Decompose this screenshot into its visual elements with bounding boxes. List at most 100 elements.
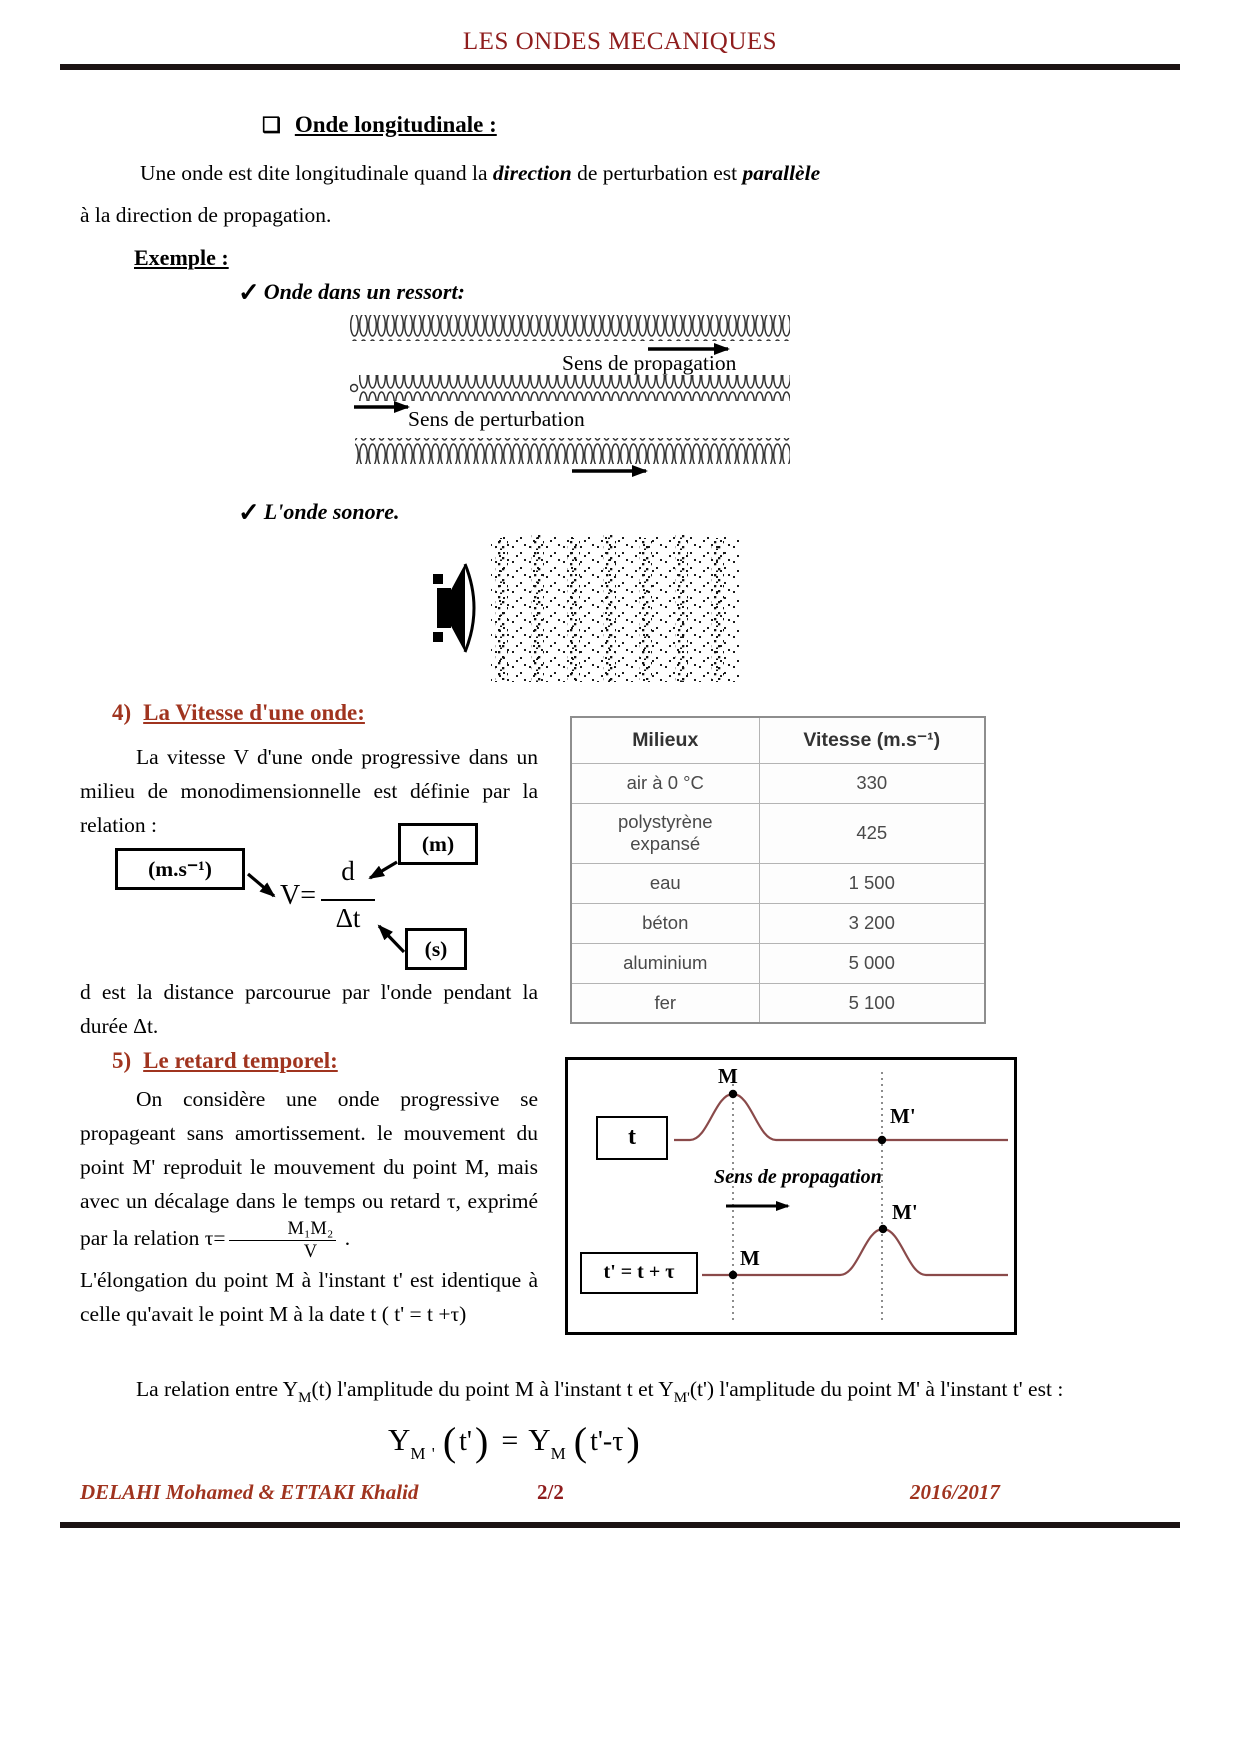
label-Mprime-top: M' [890,1104,916,1128]
cell-milieu: béton [570,902,760,944]
speaker-icon [433,563,476,653]
label-sens-propagation-figure: Sens de propagation [714,1166,882,1188]
subscript-M: M [298,1390,312,1406]
arrow-m-to-d [368,860,398,880]
formula-arg2: t'-τ [590,1426,624,1457]
formula-arg1: t' [459,1426,472,1457]
vitesse-paragraph: La vitesse V d'une onde progressive dans… [80,745,538,837]
right-paren-icon: ) [626,1419,640,1464]
retard-paragraph-1: On considère une onde progressive se pro… [80,1082,538,1263]
point-M-bottom [728,1270,738,1280]
point-Mprime-bottom [878,1224,888,1234]
compression-bands [495,534,724,684]
relation-text: (t) l'amplitude du point M à l'instant t… [311,1377,674,1401]
sound-wave-figure [433,534,741,684]
relation-text: (t') l'amplitude du point M' à l'instant… [689,1377,1064,1401]
spring-row-2 [359,375,790,401]
time-t-box: t [596,1116,668,1160]
arrow-ms-to-v [246,872,276,898]
unit-box-m: (m) [398,823,478,865]
heading-vitesse-number: 4) [112,700,132,725]
retard-figure-drawing [674,1072,1008,1322]
retard-figure: t t' = t + τ M M' Sens de propagation M … [565,1057,1017,1335]
emphasis-parallele: parallèle [742,161,821,185]
table-row: fer 5 100 [570,982,986,1024]
cell-milieu: air à 0 °C [570,762,760,804]
cell-vitesse: 5 100 [758,982,986,1024]
subscript-Mprime: M' [673,1390,690,1406]
heading-onde-longitudinale-text: Onde longitudinale : [294,112,497,137]
formula-v-equals: V= [280,880,317,911]
left-paren-icon: ( [442,1419,457,1464]
point-M-top [728,1089,738,1099]
heading-vitesse-text: La Vitesse d'une onde: [143,700,365,725]
exemple-label: Exemple : [134,245,229,270]
fraction-numerator: M₁M₂ [228,1218,337,1241]
unit-box-s: (s) [405,928,467,970]
formula-sub1: M ' [410,1444,436,1463]
label-M-bottom: M [740,1246,760,1270]
fraction-bar [321,899,375,901]
amplitude-formula: YM '(t')=YM(t'-τ) [388,1418,643,1465]
heading-retard-number: 5) [112,1048,132,1073]
formula-Y2: Y [528,1422,551,1457]
retard-p1-end: . [339,1226,351,1250]
example-item-sound: ✓L'onde sonore. [238,496,400,527]
left-paren-icon: ( [573,1419,588,1464]
example-item-spring-label: Onde dans un ressort: [263,279,465,304]
spring-row-3 [355,438,790,464]
heading-retard-text: Le retard temporel: [143,1048,338,1073]
cell-vitesse: 3 200 [758,902,986,944]
page-title: LES ONDES MECANIQUES [462,28,778,55]
cell-vitesse: 425 [758,802,986,864]
longitudinale-paragraph-line1: Une onde est dite longitudinale quand la… [140,156,820,190]
velocity-formula-figure: (m.s⁻¹) (m) (s) V= d Δt [80,820,540,985]
cell-vitesse: 5 000 [758,942,986,984]
footer-year: 2016/2017 [910,1480,1000,1504]
spring-row-1 [350,315,790,341]
cell-milieu: fer [570,982,760,1024]
spring-figure [350,315,790,477]
footer-double-rule [60,1522,1180,1528]
speed-table: Milieux Vitesse (m.s⁻¹) air à 0 °C 330 p… [570,716,986,1024]
longitudinale-paragraph-line2: à la direction de propagation. [80,203,332,227]
table-row: air à 0 °C 330 [570,762,986,804]
footer-authors: DELAHI Mohamed & ETTAKI Khalid [80,1480,419,1504]
retard-p1-text: On considère une onde progressive se pro… [80,1087,538,1250]
retard-paragraphs: On considère une onde progressive se pro… [80,1082,538,1331]
formula-Y1: Y [388,1422,411,1457]
emphasis-direction: direction [492,161,572,185]
label-M-top: M [718,1064,738,1088]
formula-sub2: M [550,1444,567,1463]
square-bullet-icon: ❑ [262,113,281,137]
paragraph-text: de perturbation est [571,161,743,185]
spring-end [350,383,359,393]
cell-milieu: aluminium [570,942,760,984]
cell-milieu: eau [570,862,760,904]
paragraph-text: Une onde est dite longitudinale quand la [140,161,493,185]
table-header-milieux: Milieux [570,716,760,764]
example-item-sound-label: L'onde sonore. [263,499,400,524]
formula-arrows [246,860,406,954]
table-header-vitesse: Vitesse (m.s⁻¹) [758,716,986,764]
cell-milieu: polystyrène expansé [570,802,760,864]
header-double-rule [60,64,1180,70]
distance-paragraph: d est la distance parcourue par l'onde p… [80,980,538,1038]
check-icon: ✓ [238,278,260,307]
cell-vitesse: 1 500 [758,862,986,904]
cell-vitesse: 330 [758,762,986,804]
formula-equals: = [501,1424,519,1457]
heading-retard: 5) Le retard temporel: [112,1048,338,1074]
check-icon: ✓ [238,498,260,527]
time-t-prime-box: t' = t + τ [580,1252,698,1294]
retard-paragraph-2: L'élongation du point M à l'instant t' e… [80,1268,538,1326]
table-header-row: Milieux Vitesse (m.s⁻¹) [570,716,986,764]
table-row: aluminium 5 000 [570,942,986,984]
fraction-denominator: V [303,1242,318,1262]
footer-page-number: 2/2 [537,1480,564,1504]
heading-onde-longitudinale: ❑ Onde longitudinale : [262,112,497,138]
arrow-s-to-dt [377,924,406,954]
example-item-spring: ✓Onde dans un ressort: [238,276,465,307]
relation-paragraph: La relation entre YM(t) l'amplitude du p… [80,1372,1162,1415]
